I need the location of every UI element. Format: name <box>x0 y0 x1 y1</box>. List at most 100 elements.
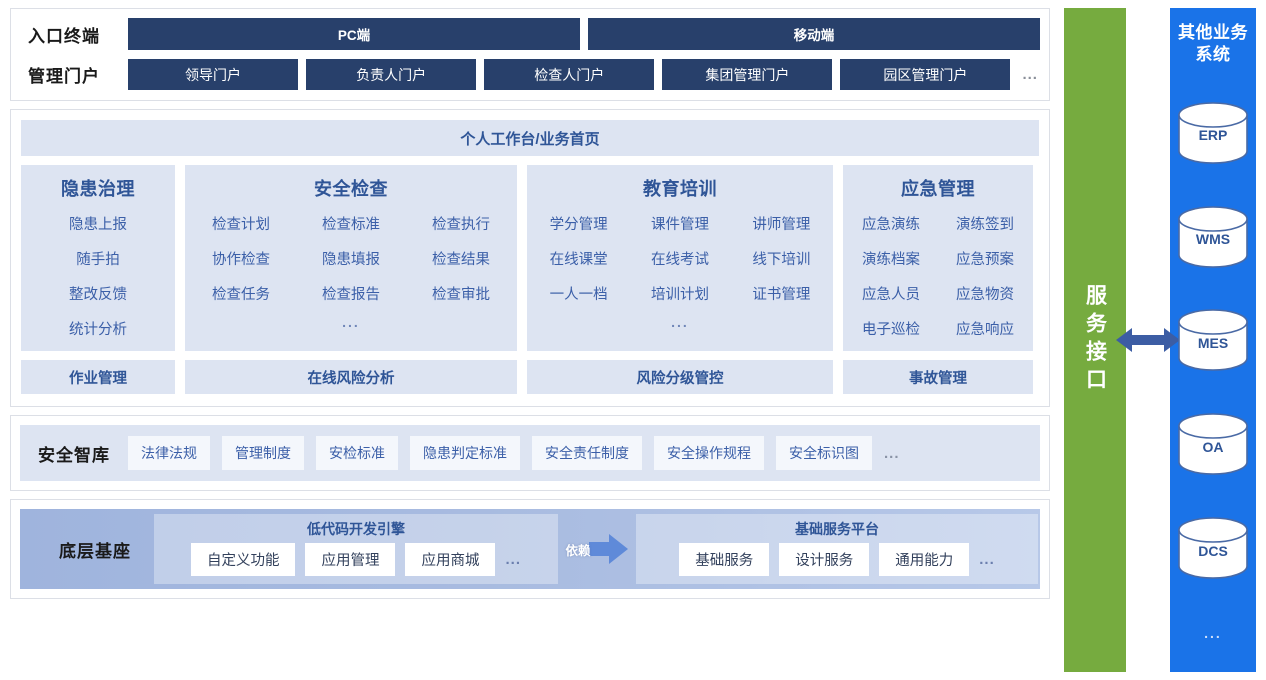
module-card-row: 隐患治理 隐患上报 随手拍 整改反馈 统计分析 安全检查 检查计划 检查标准 检… <box>21 165 1039 351</box>
module-more-icon[interactable]: ... <box>671 314 689 330</box>
service-interface-bar[interactable]: 服务接口 <box>1064 8 1126 672</box>
module-item[interactable]: 培训计划 <box>650 287 709 303</box>
database-cylinder-icon <box>1178 205 1248 268</box>
module-bar-risk-grading-control[interactable]: 风险分级管控 <box>527 360 833 394</box>
other-systems-title: 其他业务系统 <box>1178 23 1248 65</box>
module-item[interactable]: 证书管理 <box>752 287 811 303</box>
module-item[interactable]: 演练档案 <box>862 252 920 268</box>
module-bar-operation-management[interactable]: 作业管理 <box>21 360 175 394</box>
basic-service-platform-title: 基础服务平台 <box>795 521 879 537</box>
module-item[interactable]: 在线课堂 <box>549 252 608 268</box>
safety-think-tank-panel: 安全智库 法律法规 管理制度 安检标准 隐患判定标准 安全责任制度 安全操作规程… <box>10 415 1050 491</box>
platform-column: 入口终端 PC端 移动端 管理门户 领导门户 负责人门户 检查人门户 集团管理门… <box>10 8 1050 599</box>
business-modules-panel: 个人工作台/业务首页 隐患治理 隐患上报 随手拍 整改反馈 统计分析 安全检查 <box>10 109 1050 407</box>
module-item[interactable]: 检查结果 <box>432 252 490 268</box>
module-item[interactable]: 一人一档 <box>549 287 608 303</box>
system-cylinder-oa[interactable]: OA <box>1176 413 1250 476</box>
module-item[interactable]: 课件管理 <box>650 217 709 233</box>
module-item[interactable]: 演练签到 <box>956 217 1014 233</box>
foundation-label: 底层基座 <box>59 541 131 561</box>
bidirectional-arrow-icon <box>1116 328 1180 352</box>
base-chip-app-store[interactable]: 应用商城 <box>405 543 496 576</box>
portal-list: 领导门户 负责人门户 检查人门户 集团管理门户 园区管理门户 ... <box>128 59 1040 90</box>
personal-workbench-banner[interactable]: 个人工作台/业务首页 <box>21 120 1039 156</box>
basic-service-more-icon[interactable]: ... <box>979 551 995 568</box>
system-cylinder-list: ERP WMS MES <box>1170 81 1256 662</box>
module-items-emergency-management: 应急演练 演练签到 演练档案 应急预案 应急人员 应急物资 电子巡检 应急响应 <box>849 213 1027 339</box>
dependency-connector: 依赖 <box>558 509 636 589</box>
think-tank-chip-hazard-criteria[interactable]: 隐患判定标准 <box>410 436 520 470</box>
low-code-more-icon[interactable]: ... <box>505 551 521 568</box>
think-tank-chip-laws[interactable]: 法律法规 <box>128 436 210 470</box>
basic-service-platform-chips: 基础服务 设计服务 通用能力 ... <box>679 543 995 576</box>
think-tank-chip-safety-signs[interactable]: 安全标识图 <box>776 436 872 470</box>
module-item[interactable]: 检查标准 <box>322 217 380 233</box>
think-tank-more-icon[interactable]: ... <box>884 444 900 462</box>
module-item[interactable]: 应急演练 <box>862 217 920 233</box>
database-cylinder-icon <box>1178 101 1248 164</box>
module-more-icon[interactable]: ... <box>342 314 360 330</box>
think-tank-chip-responsibility[interactable]: 安全责任制度 <box>532 436 642 470</box>
module-item[interactable]: 学分管理 <box>549 217 608 233</box>
module-item[interactable]: 检查计划 <box>212 217 270 233</box>
base-chip-basic-service[interactable]: 基础服务 <box>679 543 770 576</box>
think-tank-chip-operating-procedure[interactable]: 安全操作规程 <box>654 436 764 470</box>
module-item[interactable]: 隐患上报 <box>69 217 127 233</box>
system-cylinder-dcs[interactable]: DCS <box>1176 517 1250 579</box>
portal-leader[interactable]: 领导门户 <box>128 59 299 90</box>
module-item[interactable]: 应急响应 <box>956 322 1014 338</box>
module-item[interactable]: 检查报告 <box>322 287 380 303</box>
module-item[interactable]: 应急人员 <box>862 287 920 303</box>
system-cylinder-mes[interactable]: MES <box>1176 309 1250 372</box>
dependency-label: 依赖 <box>565 543 591 558</box>
portal-park[interactable]: 园区管理门户 <box>840 59 1011 90</box>
module-item[interactable]: 检查执行 <box>432 217 490 233</box>
foundation-inner: 底层基座 低代码开发引擎 自定义功能 应用管理 应用商城 ... 依赖 <box>20 509 1040 589</box>
module-item[interactable]: 随手拍 <box>76 252 120 268</box>
module-item[interactable]: 隐患填报 <box>322 252 380 268</box>
terminal-mobile[interactable]: 移动端 <box>588 18 1040 50</box>
terminal-list: PC端 移动端 <box>128 18 1040 50</box>
module-bar-online-risk-analysis[interactable]: 在线风险分析 <box>185 360 517 394</box>
base-chip-design-service[interactable]: 设计服务 <box>779 543 870 576</box>
management-portal-label: 管理门户 <box>28 67 100 86</box>
management-portal-row: 管理门户 领导门户 负责人门户 检查人门户 集团管理门户 园区管理门户 ... <box>20 59 1040 90</box>
module-title-safety-inspection: 安全检查 <box>314 179 388 199</box>
module-item[interactable]: 讲师管理 <box>752 217 811 233</box>
module-item[interactable]: 协作检查 <box>212 252 270 268</box>
low-code-engine-group: 低代码开发引擎 自定义功能 应用管理 应用商城 ... <box>154 514 558 584</box>
terminal-pc[interactable]: PC端 <box>128 18 580 50</box>
portal-inspector[interactable]: 检查人门户 <box>484 59 655 90</box>
think-tank-chip-policies[interactable]: 管理制度 <box>222 436 304 470</box>
portal-more-icon[interactable]: ... <box>1022 66 1038 83</box>
low-code-engine-title: 低代码开发引擎 <box>307 521 405 537</box>
module-item[interactable]: 整改反馈 <box>69 287 127 303</box>
module-item[interactable]: 线下培训 <box>752 252 811 268</box>
module-item[interactable]: 应急预案 <box>956 252 1014 268</box>
access-portal-panel: 入口终端 PC端 移动端 管理门户 领导门户 负责人门户 检查人门户 集团管理门… <box>10 8 1050 101</box>
module-title-hazard-governance: 隐患治理 <box>61 179 135 199</box>
dependency-arrow-icon <box>588 534 628 564</box>
system-label: WMS <box>1195 231 1231 248</box>
module-item[interactable]: 在线考试 <box>650 252 709 268</box>
module-title-emergency-management: 应急管理 <box>901 179 975 199</box>
module-item[interactable]: 统计分析 <box>69 322 127 338</box>
base-chip-app-management[interactable]: 应用管理 <box>305 543 396 576</box>
module-items-hazard-governance: 隐患上报 随手拍 整改反馈 统计分析 <box>27 213 169 339</box>
module-item[interactable]: 检查审批 <box>432 287 490 303</box>
module-card-hazard-governance: 隐患治理 隐患上报 随手拍 整改反馈 统计分析 <box>21 165 175 351</box>
base-chip-custom-function[interactable]: 自定义功能 <box>190 543 296 576</box>
portal-group[interactable]: 集团管理门户 <box>662 59 833 90</box>
module-item[interactable]: 电子巡检 <box>862 322 920 338</box>
module-item[interactable]: 应急物资 <box>956 287 1014 303</box>
system-cylinder-wms[interactable]: WMS <box>1176 205 1250 268</box>
basic-service-platform-group: 基础服务平台 基础服务 设计服务 通用能力 ... <box>636 514 1038 584</box>
portal-manager[interactable]: 负责人门户 <box>306 59 477 90</box>
base-chip-general-capability[interactable]: 通用能力 <box>879 543 970 576</box>
other-systems-box: 其他业务系统 ERP WMS <box>1170 8 1256 672</box>
think-tank-chip-inspection-standard[interactable]: 安检标准 <box>316 436 398 470</box>
module-bar-accident-management[interactable]: 事故管理 <box>843 360 1033 394</box>
other-systems-more-icon[interactable]: ... <box>1204 625 1222 642</box>
system-cylinder-erp[interactable]: ERP <box>1176 101 1250 164</box>
module-item[interactable]: 检查任务 <box>212 287 270 303</box>
